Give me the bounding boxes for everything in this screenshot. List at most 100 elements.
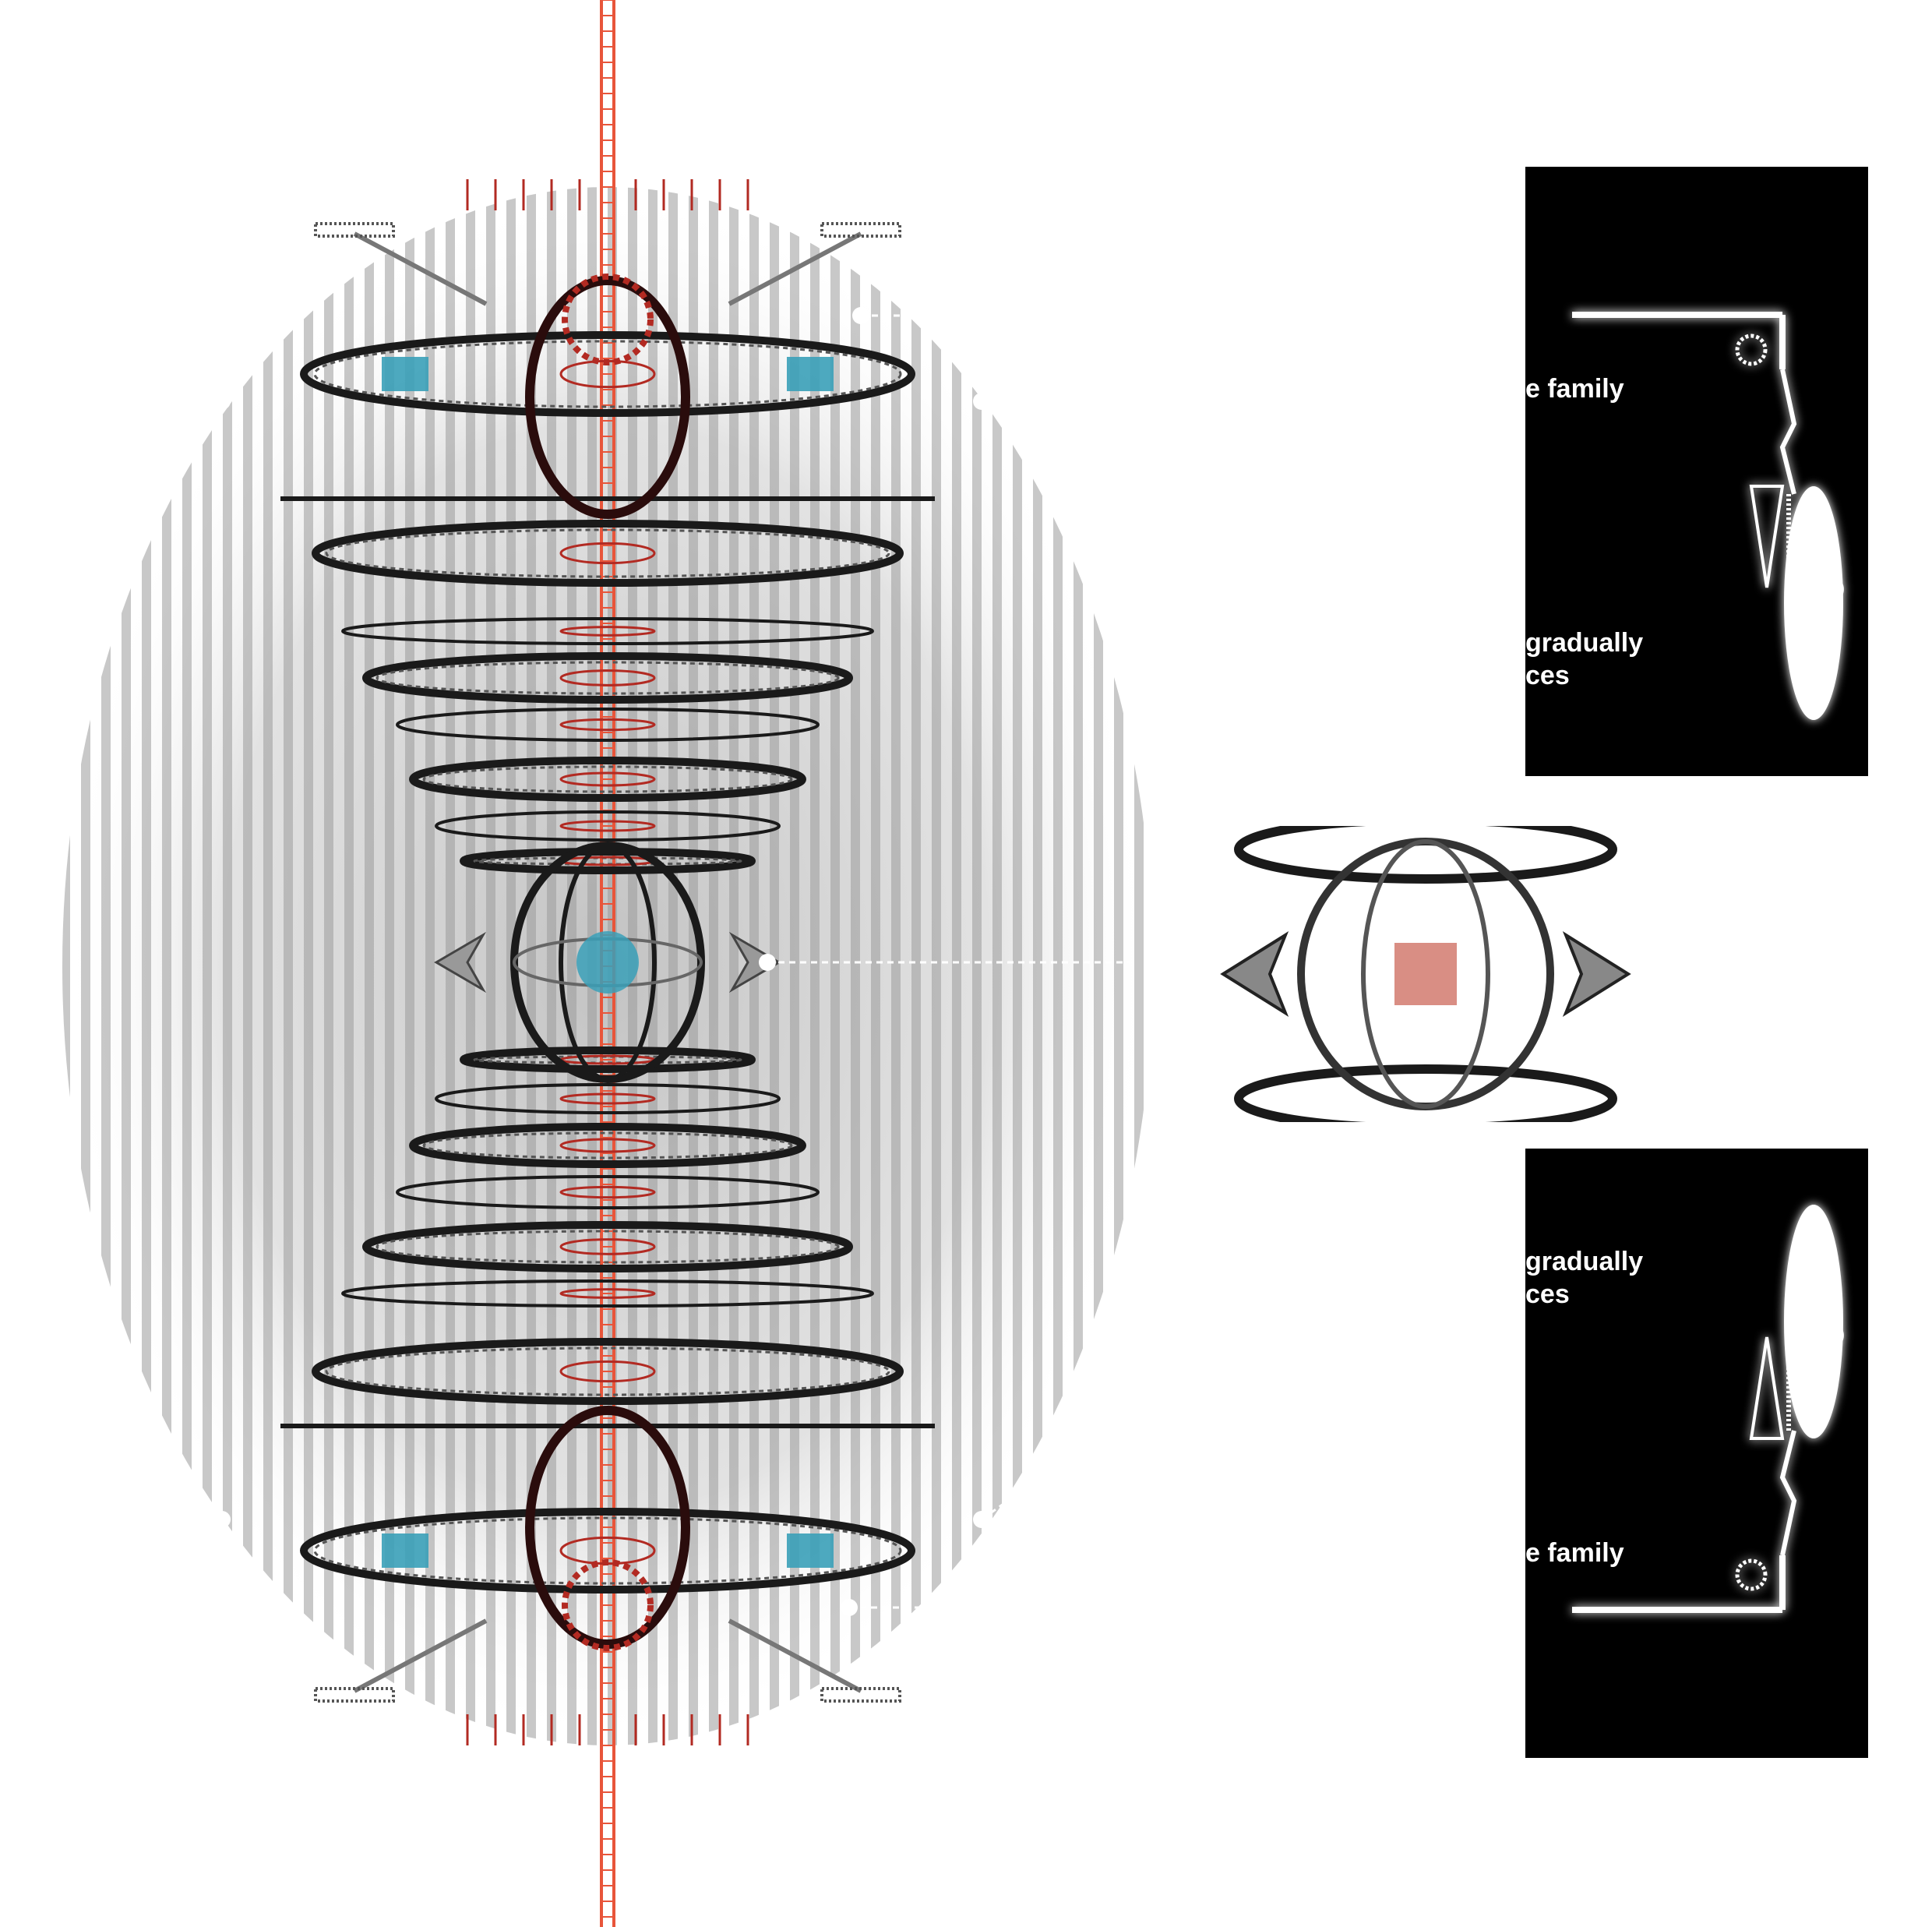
panel-top-text-1: e family [1525,374,1624,404]
teal-block [382,357,428,391]
wheel-ring [435,810,781,842]
leader-dot [973,1511,990,1528]
lever-arm [353,231,488,306]
wheel-ring [341,1279,874,1308]
panel-bottom-text-2: ces [1525,1279,1570,1309]
lever-arm [353,1618,488,1693]
glow-wheel [1784,486,1843,720]
panel-top-text-3: ces [1525,661,1570,690]
chain-loop [525,276,690,519]
chain-loop [525,1406,690,1649]
leader-dot [852,307,869,324]
spring-coil [820,222,901,238]
wheel-ring [312,1338,904,1405]
detail-cage-view [1220,826,1631,1122]
glow-mechanism [1572,312,1844,720]
detail-fins [1220,931,1631,1017]
wheel-ring [409,1123,806,1168]
glow-gear [1735,1558,1768,1591]
leader-lines [154,307,1130,1616]
wheel-hub [559,626,656,637]
wheel-hub [559,1092,656,1105]
spring-icon [1572,312,1844,720]
detail-core [1394,943,1457,1005]
wheel-hub [559,771,656,787]
bottom-assembly [314,1406,901,1745]
wheel-hub [559,1238,656,1255]
detail-ring-bottom [1234,1064,1617,1122]
teal-block [787,1533,834,1568]
gear-wheel [562,1559,654,1651]
wheel-hub [559,669,656,686]
wheel-ring [460,848,756,874]
cage-meridian [559,843,657,1082]
leader-dot [213,393,231,410]
leader-dot [841,1599,858,1616]
wheel-ring [409,757,806,802]
spring-coil [314,222,395,238]
wheel-teeth [325,1346,890,1396]
panel-top-text-2: gradually [1525,628,1644,658]
gear-icon [314,179,901,1745]
wheel-teeth [422,1131,793,1159]
teal-block [382,1533,428,1568]
wheel-ring [362,1221,853,1272]
spring-icon [1572,1205,1844,1613]
spring-coil [820,1687,901,1703]
wheel-teeth [375,661,840,695]
wheel-hub [559,1288,656,1299]
teal-block [787,357,834,391]
glow-arm [1779,369,1797,495]
leader-dot [213,1511,231,1528]
wheel-teeth [375,1230,840,1264]
glow-wheel [1784,1205,1843,1438]
leader-dot [973,393,990,410]
leader-line [155,1463,223,1521]
sphere-icon [434,842,781,1083]
leader-line [981,1479,1037,1521]
info-panel-bottom: gradually ces e family [1525,1149,1868,1758]
glow-triangle [1749,485,1785,588]
wheel-hub [559,542,656,565]
glow-arm [1779,1430,1797,1556]
leader-line [154,400,224,469]
wheel-ring [396,708,820,742]
wheel-hub [559,1185,656,1199]
wheel-ring [396,1175,820,1209]
panel-bottom-text-1: gradually [1525,1247,1644,1276]
wheel-teeth [473,1055,742,1064]
wheel-ring [435,1083,781,1114]
wheel-teeth [313,340,902,408]
wheel-ring [300,1508,915,1593]
wheel-ring [341,617,874,645]
leader-dot [759,954,776,971]
wheel-hub [559,1360,656,1383]
glow-triangle [1749,1336,1785,1440]
spring-coil [314,1687,395,1703]
wheel-teeth [325,528,890,578]
lever-arm [728,1618,862,1693]
wheel-stack [280,331,935,1593]
lever-arm [728,231,862,306]
wheel-teeth [473,856,742,866]
wheel-ring [300,331,915,417]
wheel-ring [312,520,904,587]
core-ball [576,931,639,993]
glow-hook [1833,1322,1844,1353]
wheel-ring [460,1046,756,1073]
glow-mechanism [1572,1205,1844,1613]
glow-gear [1735,334,1768,366]
wheel-teeth [422,765,793,793]
wheel-ring [362,652,853,704]
wheel-hub [559,718,656,732]
top-assembly [314,179,901,519]
wheel-hub [559,1138,656,1153]
glow-hook [1833,572,1844,603]
detail-meridian [1361,839,1490,1109]
detail-ring-top [1234,826,1617,884]
gear-wheel [562,274,654,365]
cage-fins [434,931,781,993]
panel-bottom-text-3: e family [1525,1538,1624,1568]
